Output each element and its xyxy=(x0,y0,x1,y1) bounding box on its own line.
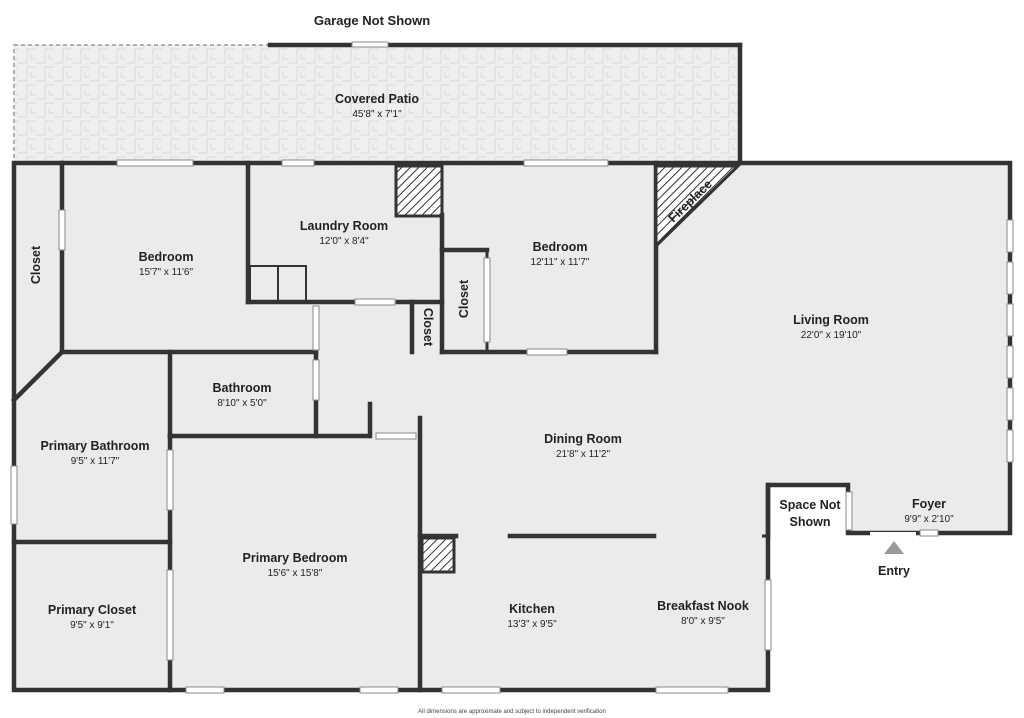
laundry-appliance xyxy=(277,265,307,303)
laundry-room-name: Laundry Room xyxy=(300,219,388,233)
primary-closet-dims: 9'5" x 9'1" xyxy=(70,620,114,631)
hall-opening xyxy=(312,305,320,351)
window xyxy=(655,686,729,694)
window xyxy=(1006,303,1014,337)
bathroom-door xyxy=(375,432,417,440)
living-room-dims: 22'0" x 19'10" xyxy=(801,330,862,341)
laundry-room-dims: 12'0" x 8'4" xyxy=(319,236,369,247)
window xyxy=(523,159,609,167)
bedroom-center-name: Bedroom xyxy=(533,240,588,254)
bedroom-center-dims: 12'11" x 11'7" xyxy=(531,257,590,268)
covered-patio-dims: 45'8" x 7'1" xyxy=(352,109,402,120)
primary-bathroom-door xyxy=(166,449,174,511)
window xyxy=(359,686,399,694)
primary-closet-name: Primary Closet xyxy=(48,603,137,617)
primary-bedroom-name: Primary Bedroom xyxy=(243,551,348,565)
primary-bathroom-dims: 9'5" x 11'7" xyxy=(71,456,120,467)
chimney-chase xyxy=(394,164,444,218)
fireplace-hearth xyxy=(654,164,742,250)
window xyxy=(185,686,225,694)
bedroom-left-name: Bedroom xyxy=(139,250,194,264)
utility-chase xyxy=(420,536,456,574)
primary-closet-door xyxy=(166,569,174,661)
covered-patio-area xyxy=(13,44,741,164)
primary-bedroom-dims: 15'6" x 15'8" xyxy=(268,568,323,579)
breakfast-nook-name: Breakfast Nook xyxy=(657,599,749,613)
bathroom-name: Bathroom xyxy=(212,381,271,395)
space-not-shown-line1: Space Not xyxy=(779,498,841,512)
window xyxy=(919,529,939,537)
house-floor xyxy=(14,163,1010,690)
closet-center-label: Closet xyxy=(457,279,471,318)
entry-arrow-icon xyxy=(884,541,904,554)
patio-window xyxy=(351,41,389,48)
primary-bathroom-name: Primary Bathroom xyxy=(40,439,149,453)
bedroom-door xyxy=(526,348,568,356)
garage-note: Garage Not Shown xyxy=(314,13,430,28)
space-door xyxy=(845,491,853,531)
bathroom-dims: 8'10" x 5'0" xyxy=(217,398,267,409)
dining-room-name: Dining Room xyxy=(544,432,622,446)
disclaimer: All dimensions are approximate and subje… xyxy=(418,709,606,715)
window xyxy=(1006,429,1014,463)
laundry-door xyxy=(354,298,396,306)
window xyxy=(1006,387,1014,421)
dining-room-dims: 21'8" x 11'2" xyxy=(556,449,611,460)
foyer-dims: 9'9" x 2'10" xyxy=(904,514,954,525)
window xyxy=(116,159,194,167)
living-room-name: Living Room xyxy=(793,313,869,327)
bedroom-left-dims: 15'7" x 11'6" xyxy=(139,267,194,278)
closet-left-label: Closet xyxy=(29,245,43,284)
breakfast-nook-dims: 8'0" x 9'5" xyxy=(681,616,725,627)
bathroom-door-side xyxy=(312,359,320,401)
window xyxy=(1006,345,1014,379)
window xyxy=(764,579,772,651)
closet-door xyxy=(58,209,66,251)
space-not-shown-line2: Shown xyxy=(790,515,831,529)
entry-label: Entry xyxy=(878,564,910,578)
window xyxy=(281,159,315,167)
kitchen-dims: 13'3" x 9'5" xyxy=(507,619,557,630)
kitchen-name: Kitchen xyxy=(509,602,555,616)
window xyxy=(1006,261,1014,295)
closet-door xyxy=(483,257,491,343)
covered-patio-name: Covered Patio xyxy=(335,92,419,106)
foyer-name: Foyer xyxy=(912,497,946,511)
closet-small-label: Closet xyxy=(421,308,435,347)
window xyxy=(1006,219,1014,253)
window xyxy=(441,686,501,694)
window xyxy=(10,465,18,525)
entry-door-opening xyxy=(870,532,916,536)
